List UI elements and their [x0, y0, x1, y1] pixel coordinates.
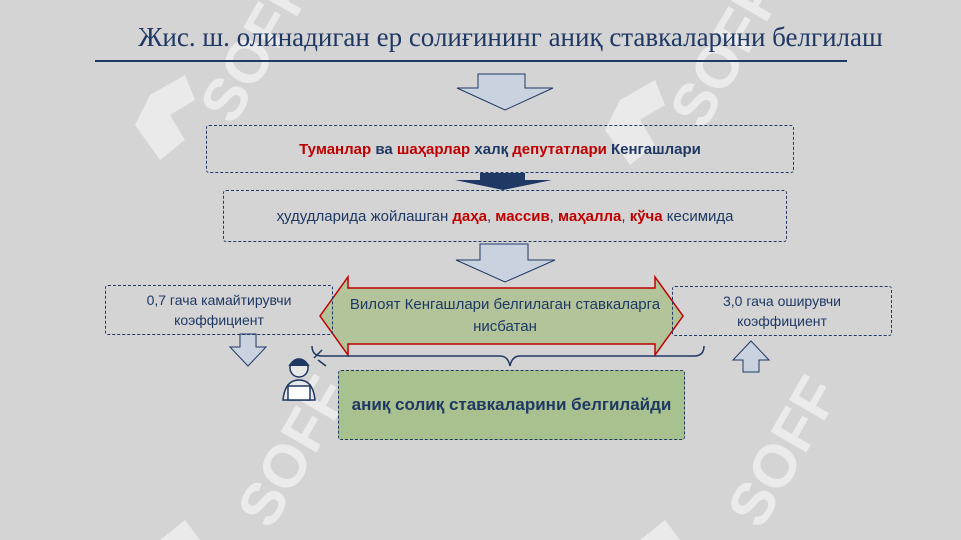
box2-text-7: , — [621, 207, 630, 225]
box2-text-2: даҳа — [452, 207, 487, 225]
box1-text-2: ва — [371, 140, 397, 158]
regional-rates-text: Вилоят Кенгашлари белгилаган ставкаларга… — [349, 296, 661, 335]
double-arrow-icon — [319, 274, 684, 358]
box2-text-8: кўча — [629, 207, 663, 225]
box1-text-4: халқ — [470, 140, 513, 158]
box2-text-5: , — [549, 207, 559, 225]
watermark-text: SOFF — [714, 365, 852, 537]
increase-coefficient-box: 3,0 гача оширувчи коэффициент — [672, 286, 892, 336]
box2-text-4: массив — [495, 207, 550, 225]
box2-text-9: кесимида — [662, 207, 734, 225]
box2-text-3: , — [486, 207, 496, 225]
territory-box: ҳудудларида жойлашган даҳа, массив, маҳа… — [223, 190, 787, 242]
watermark-text: SOFF — [657, 0, 795, 138]
box1-text-5: депутатлари — [512, 140, 607, 158]
worker-laptop-icon — [282, 349, 327, 401]
down-arrow-icon — [455, 243, 556, 283]
decrease-coefficient-box: 0,7 гача камайтирувчи коэффициент — [105, 285, 333, 335]
down-arrow-icon — [455, 173, 552, 190]
down-arrow-icon — [228, 333, 268, 367]
councils-box: Туманлар ва шаҳарлар халқ депутатлари Ке… — [206, 125, 794, 173]
box1-text-3: шаҳарлар — [396, 140, 471, 158]
box1-text-6: Кенгашлари — [606, 140, 701, 158]
watermark-text: SOFF — [187, 0, 325, 133]
title-underline — [95, 60, 847, 62]
up-arrow-icon — [731, 340, 771, 373]
down-arrow-icon — [456, 73, 554, 111]
watermark-left-bottom: SOFF — [160, 365, 362, 540]
result-box: аниқ солиқ ставкаларини белгилайди — [338, 370, 685, 440]
box2-text-1: ҳудудларида жойлашган — [276, 207, 453, 225]
box2-text-6: маҳалла — [558, 207, 622, 225]
box1-text-1: Туманлар — [299, 140, 372, 158]
page-title: Жис. ш. олинадиган ер солиғининг аниқ ст… — [138, 22, 883, 52]
brace-icon — [311, 345, 705, 367]
